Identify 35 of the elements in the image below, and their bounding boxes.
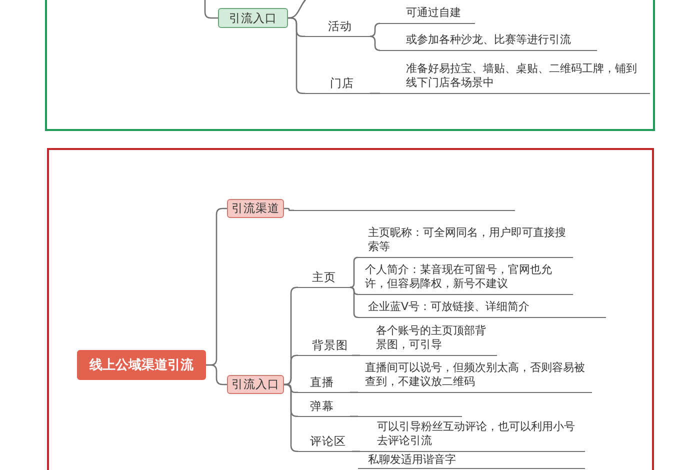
topic-text: 可以引导粉丝互动评论，也可以利用小号去评论引流	[360, 417, 585, 452]
branch-label: 门店	[305, 72, 370, 94]
branch-label: 直播	[298, 370, 350, 393]
topic-box: 引流渠道	[227, 199, 284, 218]
topic-text: 直播间可以说号，但频次别太高，否则容易被查到，不建议放二维码	[358, 357, 592, 393]
branch-label: 主页	[298, 266, 350, 288]
topic-text: 或参加各种沙龙、比赛等进行引流	[380, 30, 597, 51]
topic-text: 各个账号的主页顶部背景图，可引导	[360, 320, 497, 356]
connector-line	[350, 392, 358, 394]
topic-box: 引流入口	[227, 375, 284, 394]
connector-line	[370, 92, 380, 94]
topic-box: 引流入口	[218, 8, 288, 28]
topic-text: 个人简介：某音现在可留号，官网也允许，但容易降权，新号不建议	[358, 260, 573, 295]
branch-label: 活动	[305, 14, 370, 37]
connector-line	[369, 36, 381, 52]
topic-text: 企业蓝V号：可放链接、详细简介	[358, 298, 606, 318]
connector-line	[284, 354, 298, 386]
connector-line	[288, 17, 305, 94]
connector-line	[350, 416, 358, 418]
branch-label: 弹幕	[298, 398, 350, 417]
connector-line	[369, 22, 381, 38]
topic-text: 主页昵称：可全网同名，用户即可直接搜索等	[358, 222, 573, 258]
connector-line	[352, 354, 360, 356]
section-frame	[47, 148, 654, 470]
topic-text: 私聊发适用谐音字	[358, 452, 585, 469]
connector-line	[349, 286, 359, 318]
connector-line	[349, 256, 359, 288]
section-frame	[45, 0, 655, 131]
central-topic-box: 线上公域渠道引流	[77, 350, 206, 380]
branch-label: 评论区	[298, 429, 352, 452]
connector-line	[284, 208, 294, 212]
topic-text: 可通过自建	[380, 3, 475, 24]
topic-text: 准备好易拉宝、墙贴、桌贴、二维码工牌，铺到线下门店各场景中	[380, 55, 650, 94]
connector-line	[352, 450, 360, 452]
branch-label: 背景图	[298, 334, 352, 356]
